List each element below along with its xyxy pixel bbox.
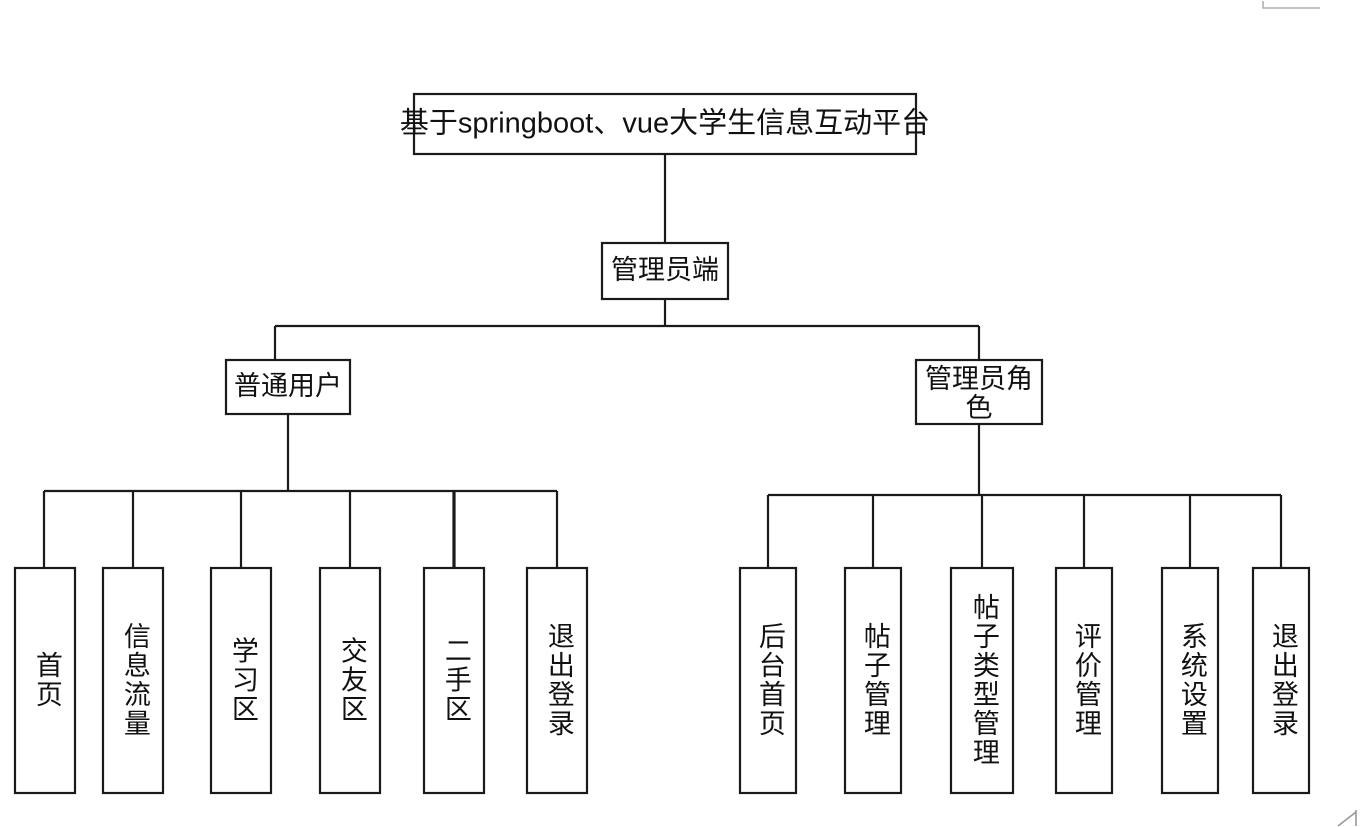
leaf-node-post-management-label: 帖子管理 [860,622,891,738]
top-right-window-edge-artifact [1262,1,1320,9]
node-admin-side-box [600,241,730,301]
node-admin-side-label: 管理员端 [611,255,719,285]
leaf-node-user-logout-box [525,566,589,795]
leaf-node-review-management[interactable]: 评价管理 [1054,566,1114,795]
leaf-node-secondhand-area-label: 二手区 [441,637,471,724]
leaf-node-study-area[interactable]: 学习区 [209,566,273,795]
connectors [42,154,1283,568]
leaf-node-secondhand-area-box [422,566,486,795]
leaf-node-user-logout-label: 退出登录 [544,622,575,738]
leaf-node-review-management-box [1054,566,1114,795]
leaf-node-info-flow-box [101,566,165,795]
leaf-node-post-management[interactable]: 帖子管理 [843,566,903,795]
node-root-box [412,92,918,156]
leaf-node-friends-area-label: 交友区 [337,636,368,723]
leaf-node-admin-logout-box [1251,566,1311,795]
leaf-node-study-area-box [209,566,273,795]
leaf-node-admin-logout-label: 退出登录 [1268,622,1299,738]
leaf-node-friends-area-box [318,566,382,795]
leaf-node-post-type-management-label: 帖子类型管理 [969,593,1000,767]
leaf-node-post-type-management-box [949,566,1015,795]
node-ordinary-user[interactable]: 普通用户 [224,358,352,416]
leaf-node-info-flow[interactable]: 信息流量 [101,566,165,795]
leaf-node-admin-logout[interactable]: 退出登录 [1251,566,1311,795]
node-root-system-title[interactable]: 基于springboot、vue大学生信息互动平台 [400,92,930,156]
leaf-node-review-management-label: 评价管理 [1071,622,1102,738]
leaf-node-system-settings-box [1160,566,1220,795]
node-admin-role-label-line1: 管理员角 [925,364,1033,394]
leaf-node-home[interactable]: 首页 [13,566,77,795]
leaf-node-backend-home-label: 后台首页 [755,622,786,738]
leaf-node-system-settings[interactable]: 系统设置 [1160,566,1220,795]
node-admin-role[interactable]: 管理员角 色 [914,358,1044,426]
leaf-node-friends-area[interactable]: 交友区 [318,566,382,795]
leaf-node-system-settings-label: 系统设置 [1177,622,1208,738]
leaf-node-home-label: 首页 [32,651,62,709]
leaf-node-post-type-management[interactable]: 帖子类型管理 [949,566,1015,795]
resize-handle-artifact[interactable] [1337,810,1357,827]
node-admin-role-label-line2: 色 [966,393,993,423]
node-root-label: 基于springboot、vue大学生信息互动平台 [400,107,930,140]
leaf-node-backend-home[interactable]: 后台首页 [738,566,798,795]
leaf-node-info-flow-label: 信息流量 [120,622,151,738]
node-ordinary-user-label: 普通用户 [234,371,342,401]
node-ordinary-user-box [224,358,352,416]
leaf-node-home-box [13,566,77,795]
node-admin-side[interactable]: 管理员端 [600,241,730,301]
leaf-node-study-area-label: 学习区 [228,636,258,723]
leaf-node-backend-home-box [738,566,798,795]
node-admin-role-box [914,358,1044,426]
leaf-node-secondhand-area[interactable]: 二手区 [422,566,486,795]
leaf-node-post-management-box [843,566,903,795]
leaf-node-user-logout[interactable]: 退出登录 [525,566,589,795]
